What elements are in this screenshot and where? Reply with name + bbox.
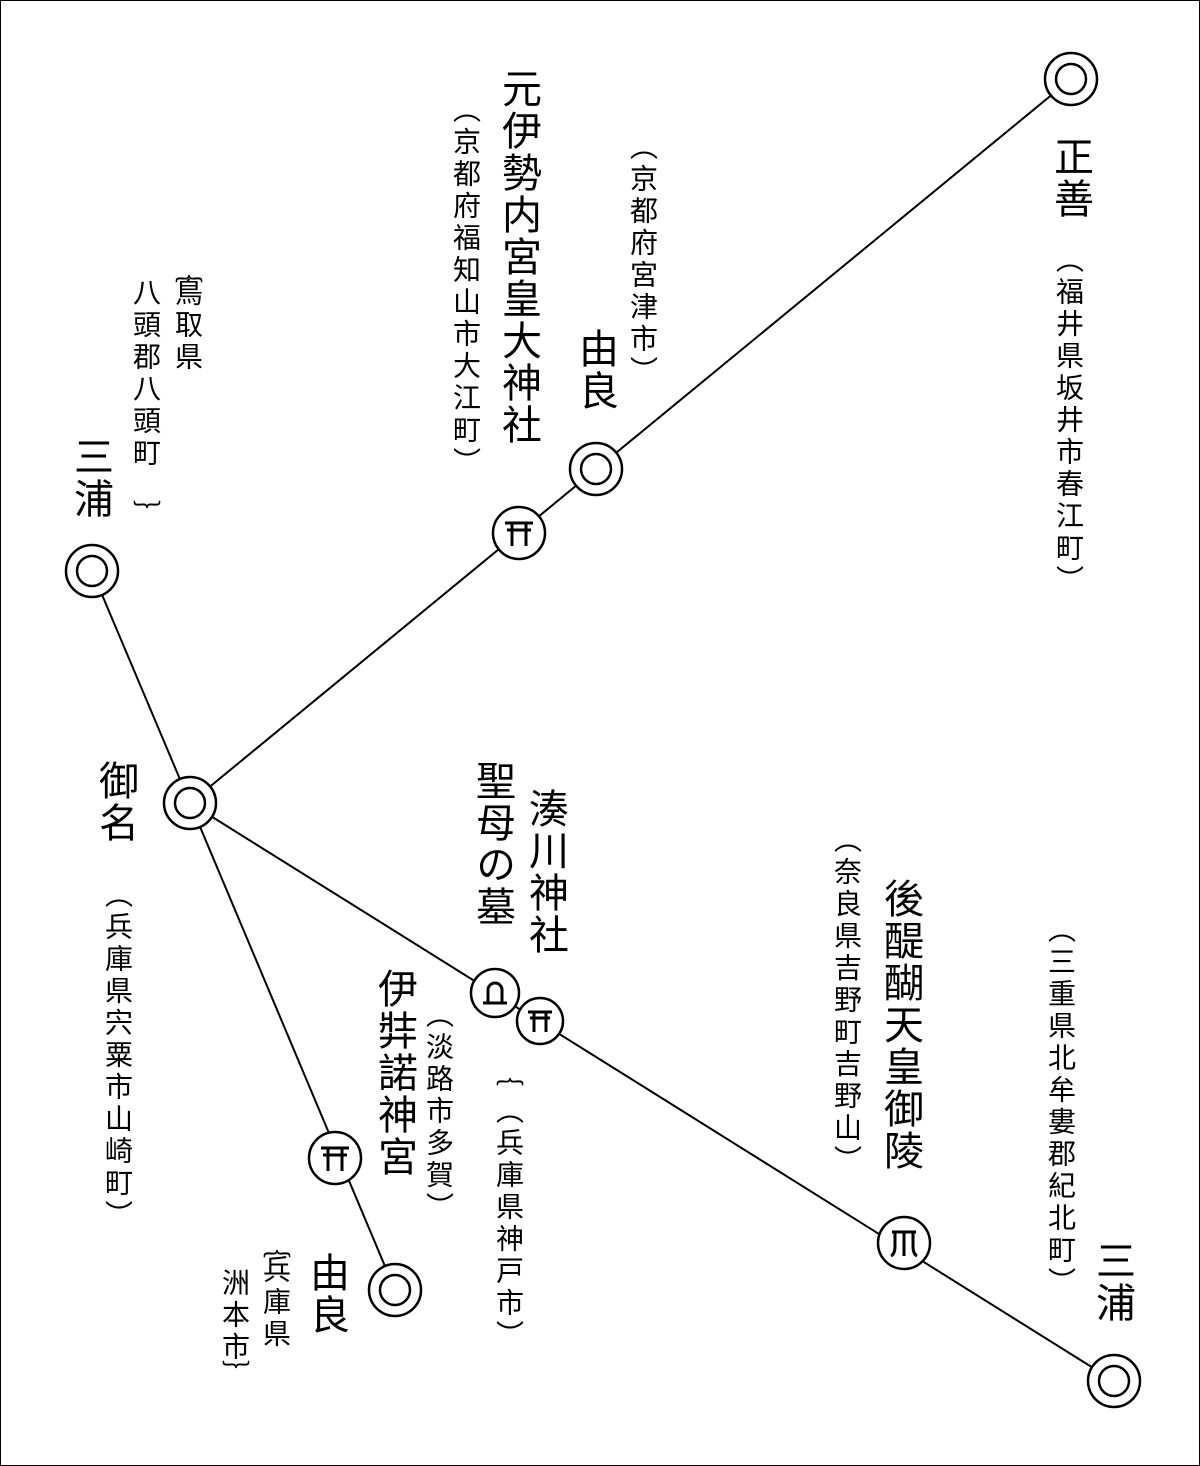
double-circle-icon (1086, 1353, 1142, 1409)
double-circle-icon (64, 543, 120, 599)
station-location-shozen: （福井県坂井市春江町） (1052, 245, 1085, 597)
station-name-miura-se: 三浦 (1089, 1240, 1135, 1324)
route-line-mikuni-yura-s (189, 802, 396, 1291)
tomb-icon (469, 967, 521, 1019)
station-location-yura-s-line2: 洲本市 (218, 1268, 251, 1364)
imperial-tomb-icon (876, 1215, 932, 1271)
station-name-minatogawa: 湊川神社 (522, 788, 568, 956)
station-location-yura-s-line1: 兵庫県 (259, 1255, 292, 1351)
torii-icon (307, 1130, 363, 1186)
station-name-shozen: 正善 (1047, 136, 1093, 220)
double-circle-icon (568, 441, 624, 497)
station-location-minatogawa: （兵庫県神戸市） (492, 1096, 525, 1352)
bracket-top: ︷ (259, 1230, 292, 1262)
station-name-seibo: 聖母の墓 (469, 760, 515, 928)
station-location-miura-se: （三重県北牟婁郡紀北町） (1044, 915, 1077, 1299)
station-location-miura-nw-line2: 八頭郡八頭町 (129, 278, 162, 470)
station-name-izanagi: 伊弉諾神宮 (371, 968, 417, 1178)
route-line-mikuni-miura-nw (91, 570, 191, 804)
route-line-mikuni-miura-se (189, 802, 1115, 1382)
station-location-motoise: （京都府福知山市大江町） (449, 95, 482, 479)
station-name-miura-nw: 三浦 (67, 436, 113, 520)
station-location-godaigo: （奈良県吉野町吉野山） (830, 825, 863, 1177)
station-name-godaigo: 後醍醐天皇御陵 (877, 878, 923, 1172)
bracket-bottom: ︸ (218, 1360, 251, 1392)
station-location-mikuni: （兵庫県宍粟市山崎町） (101, 880, 134, 1232)
double-circle-icon (367, 1262, 423, 1318)
torii-icon (515, 996, 565, 1046)
bracket-top: ︷ (171, 255, 204, 287)
double-circle-icon (162, 775, 218, 831)
station-location-izanagi: （淡路市多賀） (422, 1000, 455, 1224)
double-circle-icon (1043, 51, 1099, 107)
torii-icon (491, 505, 547, 561)
station-name-yura-s: 由良 (303, 1252, 349, 1336)
bracket-top: ︷ (492, 1058, 525, 1090)
route-lines (91, 78, 1115, 1382)
station-name-motoise: 元伊勢内宮皇大神社 (495, 68, 541, 446)
station-location-yura-n: （京都府宮津市） (626, 132, 659, 388)
station-name-mikuni: 御名 (92, 760, 138, 844)
bracket-bottom: ︸ (129, 500, 162, 532)
station-name-yura-n: 由良 (572, 328, 618, 412)
route-line-mikuni-shozen (189, 78, 1072, 804)
station-location-miura-nw-line1: 鳥取県 (171, 278, 204, 374)
